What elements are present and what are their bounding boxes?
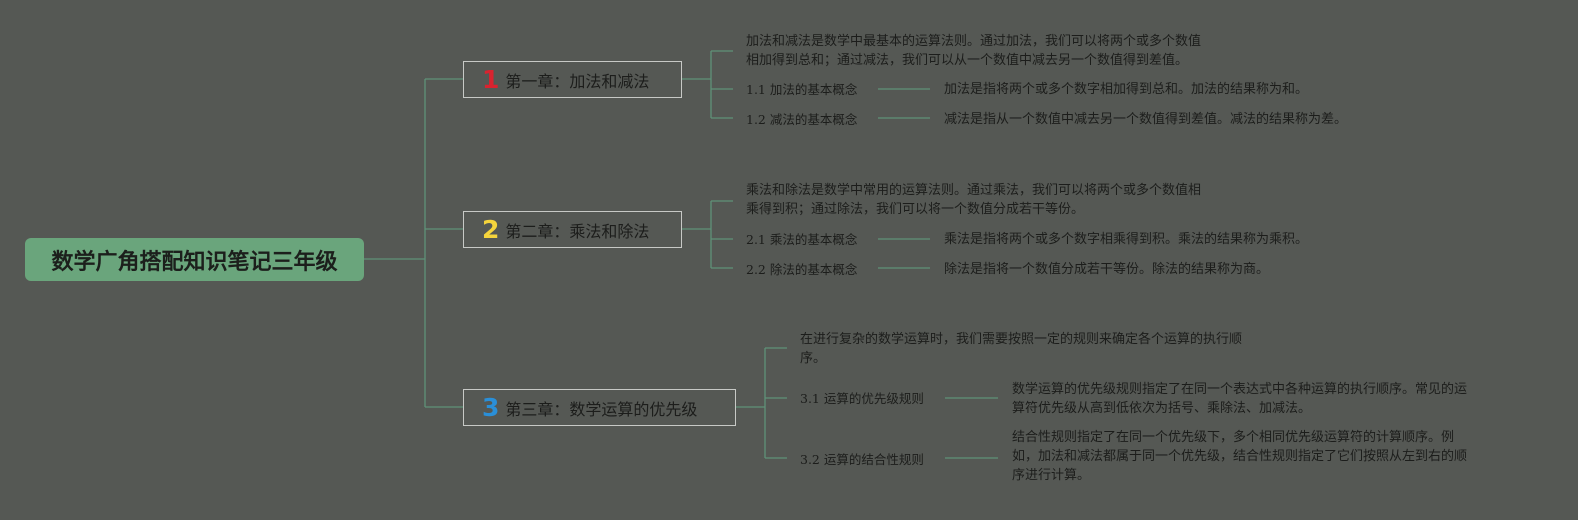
root-title: 数学广角搭配知识笔记三年级 <box>51 249 338 275</box>
section-1-1-detail: 加法是指将两个或多个数字相加得到总和。加法的结果称为和。 <box>944 82 1309 97</box>
section-1-1-label[interactable]: 1.1 加法的基本概念 <box>746 82 858 97</box>
section-2-2-detail: 除法是指将一个数值分成若干等份。除法的结果称为商。 <box>944 262 1270 277</box>
chapter-1-intro: 加法和减法是数学中最基本的运算法则。通过加法，我们可以将两个或多个数值 相加得到… <box>746 34 1202 68</box>
section-1-2-label[interactable]: 1.2 减法的基本概念 <box>746 112 858 127</box>
section-1-2-detail: 减法是指从一个数值中减去另一个数值得到差值。减法的结果称为差。 <box>944 112 1348 127</box>
ch1-branch <box>682 50 930 119</box>
section-2-1-detail: 乘法是指将两个或多个数字相乘得到积。乘法的结果称为乘积。 <box>944 232 1309 247</box>
chapter-2-node[interactable]: 2 第二章：乘法和除法 <box>463 211 682 248</box>
section-2-1-label[interactable]: 2.1 乘法的基本概念 <box>746 232 858 247</box>
chapter-3-number: 3 <box>482 393 500 422</box>
section-2-2-label[interactable]: 2.2 除法的基本概念 <box>746 262 858 277</box>
section-3-2-detail: 结合性规则指定了在同一个优先级下，多个相同优先级运算符的计算顺序。例 如，加法和… <box>1012 430 1468 483</box>
ch3-branch <box>736 347 998 459</box>
chapter-1-title: 第一章：加法和减法 <box>505 71 650 91</box>
chapter-3-title: 第三章：数学运算的优先级 <box>505 399 698 419</box>
chapter-2-number: 2 <box>482 215 500 244</box>
section-3-2-label[interactable]: 3.2 运算的结合性规则 <box>800 452 924 467</box>
chapter-3-node[interactable]: 3 第三章：数学运算的优先级 <box>463 389 736 426</box>
section-3-1-detail: 数学运算的优先级规则指定了在同一个表达式中各种运算的执行顺序。常见的运 算符优先… <box>1012 382 1468 416</box>
section-3-1-label[interactable]: 3.1 运算的优先级规则 <box>800 391 924 406</box>
ch2-branch <box>682 200 930 269</box>
chapter-1-number: 1 <box>482 65 500 94</box>
chapter-2-title: 第二章：乘法和除法 <box>505 221 650 241</box>
chapter-1-node[interactable]: 1 第一章：加法和减法 <box>463 61 682 98</box>
root-topic[interactable]: 数学广角搭配知识笔记三年级 <box>25 238 364 281</box>
chapter-2-intro: 乘法和除法是数学中常用的运算法则。通过乘法，我们可以将两个或多个数值相 乘得到积… <box>746 183 1202 217</box>
chapter-3-intro: 在进行复杂的数学运算时，我们需要按照一定的规则来确定各个运算的执行顺 序。 <box>800 332 1243 366</box>
